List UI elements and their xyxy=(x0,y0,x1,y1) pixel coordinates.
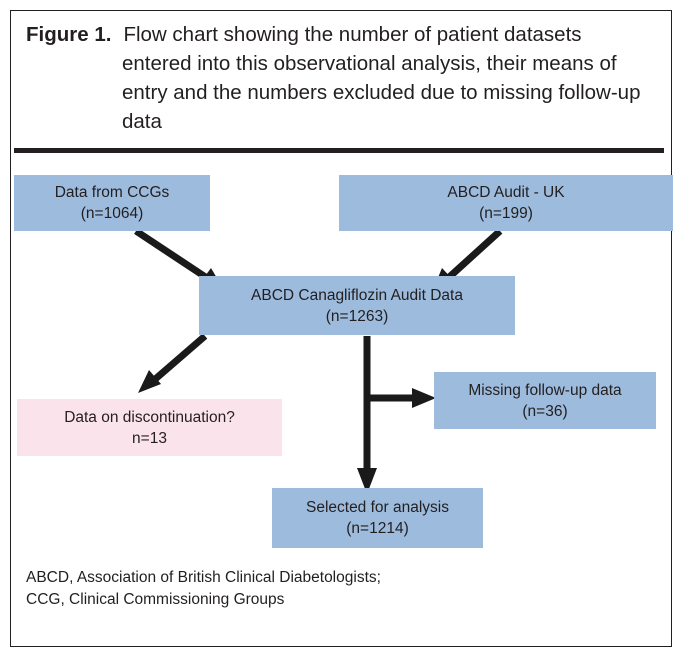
node-ccg-line2: (n=1064) xyxy=(80,205,144,222)
caption-divider-rule xyxy=(14,148,664,153)
node-abcd-audit-line2: (n=199) xyxy=(479,205,533,222)
figure-label: Figure 1. xyxy=(26,23,112,46)
figure-frame xyxy=(10,10,672,647)
figure-caption-text: Flow chart showing the number of patient… xyxy=(122,23,641,133)
node-data-on-discontinuation[interactable]: Data on discontinuation? n=13 xyxy=(17,399,282,456)
figure-caption: Figure 1. Flow chart showing the number o… xyxy=(26,20,656,136)
node-discont-line2: n=13 xyxy=(132,429,167,447)
node-data-from-ccgs[interactable]: Data from CCGs (n=1064) xyxy=(14,175,210,231)
node-selected-for-analysis[interactable]: Selected for analysis (n=1214) xyxy=(272,488,483,548)
figure-footnote: ABCD, Association of British Clinical Di… xyxy=(26,567,626,611)
node-audit-data-line1: ABCD Canagliflozin Audit Data xyxy=(251,286,463,304)
footnote-line-1: ABCD, Association of British Clinical Di… xyxy=(26,569,381,586)
node-ccg-line1: Data from CCGs xyxy=(54,184,170,201)
node-abcd-canagliflozin-audit-data[interactable]: ABCD Canagliflozin Audit Data (n=1263) xyxy=(199,276,515,335)
node-abcd-audit-line1: ABCD Audit - UK xyxy=(447,184,565,201)
node-discont-line1: Data on discontinuation? xyxy=(64,408,235,426)
node-missing-follow-up-data[interactable]: Missing follow-up data (n=36) xyxy=(434,372,656,429)
node-missing-line2: (n=36) xyxy=(522,402,568,420)
node-selected-line1: Selected for analysis xyxy=(305,499,450,516)
node-audit-data-line2: (n=1263) xyxy=(325,307,389,325)
node-selected-line2: (n=1214) xyxy=(346,520,409,537)
node-missing-line1: Missing follow-up data xyxy=(468,381,622,399)
footnote-line-2: CCG, Clinical Commissioning Groups xyxy=(26,591,285,608)
node-abcd-audit-uk[interactable]: ABCD Audit - UK (n=199) xyxy=(339,175,673,231)
